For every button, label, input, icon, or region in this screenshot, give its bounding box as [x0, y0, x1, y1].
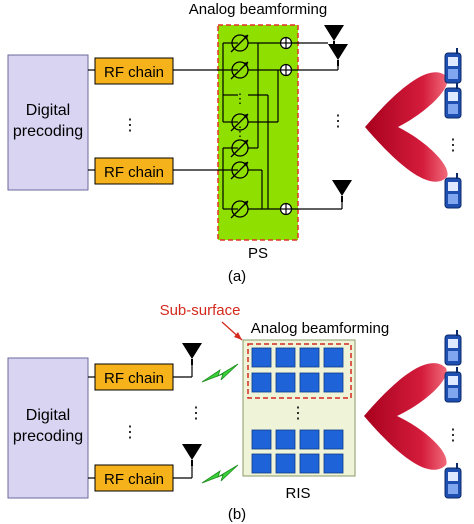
analog-beamforming-title-a: Analog beamforming: [189, 1, 327, 18]
caption-a: (a): [228, 268, 246, 285]
panel-a: Digital precoding RF chain ⋮ RF chain An…: [7, 1, 462, 285]
mobile-phone-icon: [444, 329, 462, 499]
vertical-dots-a-antennas: ⋮: [330, 113, 346, 130]
digital-label-b-line2: precoding: [13, 428, 83, 445]
ps-wiring: [173, 42, 343, 210]
beam-lobe-icon: [365, 72, 448, 182]
rf-chain-box-b-top: [94, 363, 174, 391]
mobile-phone-icon: [444, 47, 462, 209]
digital-precoding-block-a: [7, 54, 89, 191]
caption-b: (b): [228, 506, 246, 523]
digital-label-b-line1: Digital: [26, 407, 70, 424]
ris-elements-upper: [251, 347, 344, 393]
digital-label-a-line1: Digital: [26, 102, 70, 119]
analog-beamforming-title-b: Analog beamforming: [251, 320, 389, 337]
vertical-dots-b-users: ⋮: [445, 427, 461, 444]
ris-elements-lower: [251, 429, 344, 474]
beam-lobe-icon: [364, 363, 447, 470]
vertical-dots-a-users: ⋮: [445, 137, 461, 154]
rf-chain-label-b-top: RF chain: [104, 370, 164, 387]
rf-chain-label-b-bottom: RF chain: [104, 471, 164, 488]
rf-chain-box-a-top: [94, 57, 174, 85]
vertical-dots-a-ps-lower: ⋮: [234, 124, 247, 139]
vertical-dots-a-ps-upper: ⋮: [234, 91, 247, 106]
rf-chain-label-a-top: RF chain: [104, 64, 164, 81]
ris-label: RIS: [285, 485, 310, 502]
vertical-dots-b-rf: ⋮: [122, 424, 138, 441]
rf-chain-box-a-bottom: [94, 157, 174, 185]
digital-label-a-line2: precoding: [13, 123, 83, 140]
vertical-dots-b-ris: ⋮: [290, 405, 306, 422]
rf-chain-label-a-bottom: RF chain: [104, 164, 164, 181]
wireless-link-icon: [201, 363, 239, 484]
digital-precoding-block-b: [7, 357, 89, 499]
panel-b: Digital precoding RF chain ⋮ RF chain ⋮ …: [7, 302, 462, 523]
ps-label: PS: [248, 245, 268, 262]
vertical-dots-a-rf: ⋮: [122, 117, 138, 134]
vertical-dots-b-antennas: ⋮: [188, 405, 204, 422]
sub-surface-box: [247, 343, 352, 399]
sub-surface-label: Sub-surface: [160, 302, 241, 319]
